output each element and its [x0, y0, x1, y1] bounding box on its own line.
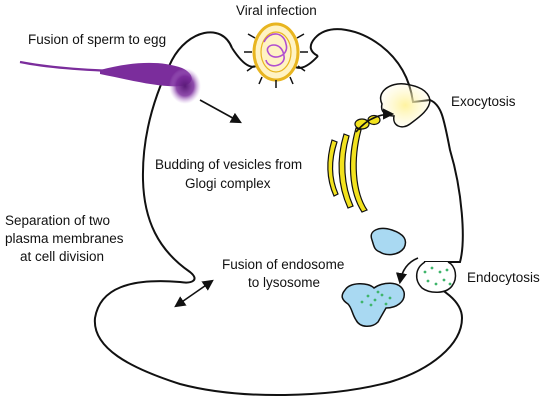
label-sperm-fusion: Fusion of sperm to egg: [28, 32, 167, 47]
separation-arrow: [174, 279, 214, 308]
label-endosome-line2: to lysosome: [248, 275, 321, 290]
endocytosis-vesicle-icon: [416, 261, 457, 293]
label-separation-line1: Separation of two: [5, 213, 111, 228]
label-endosome-line1: Fusion of endosome: [222, 257, 345, 272]
sperm-icon: [19, 60, 201, 104]
label-exocytosis: Exocytosis: [451, 94, 516, 109]
exocytosis-vesicle-icon: [379, 83, 431, 128]
lower-lobe-membrane: [180, 282, 300, 352]
label-budding-line1: Budding of vesicles from: [155, 157, 303, 172]
golgi-complex-icon: [327, 114, 381, 213]
label-separation-line3: at cell division: [20, 249, 105, 264]
label-viral-infection: Viral infection: [236, 3, 317, 18]
virus-icon: [231, 22, 319, 88]
label-budding-line2: Glogi complex: [185, 176, 271, 191]
golgi-to-exocytosis-arrow: [355, 108, 395, 133]
label-endocytosis: Endocytosis: [467, 270, 540, 285]
endocytosis-arrow: [395, 257, 419, 285]
label-separation-line2: plasma membranes: [5, 231, 124, 246]
sperm-arrow: [199, 99, 242, 124]
endosome-icon: [370, 227, 407, 256]
lysosome-icon: [341, 282, 405, 327]
